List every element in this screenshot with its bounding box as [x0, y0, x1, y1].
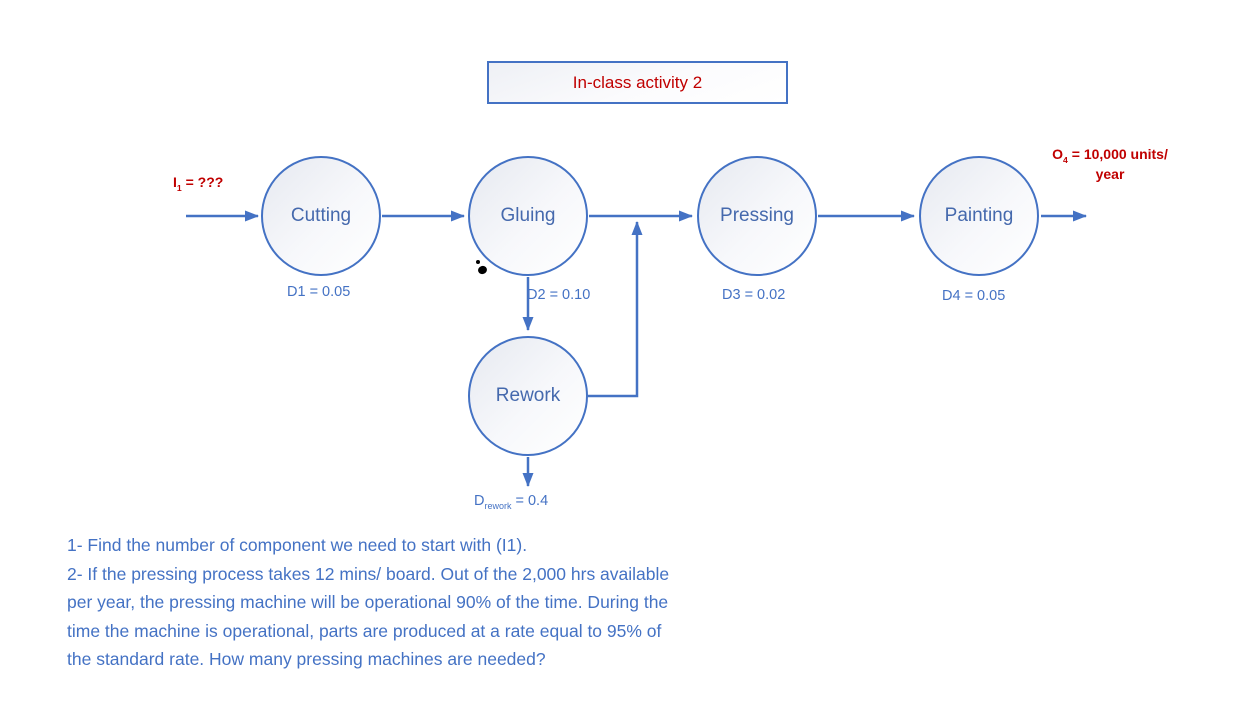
- question-line: 1- Find the number of component we need …: [67, 535, 528, 555]
- process-node-label: Cutting: [290, 205, 352, 226]
- question-line: per year, the pressing machine will be o…: [67, 592, 669, 612]
- defect-rate-painting: D4 = 0.05: [942, 288, 1006, 304]
- title-box: In-class activity 2: [487, 61, 788, 104]
- page-title: In-class activity 2: [572, 72, 703, 92]
- process-node-label: Pressing: [720, 205, 794, 226]
- process-node-pressing: Pressing: [697, 156, 817, 276]
- defect-rate-rework: Drework = 0.4: [474, 493, 549, 511]
- process-node-rework: Rework: [468, 336, 588, 456]
- process-node-cutting: Cutting: [261, 156, 381, 276]
- process-node-label: Rework: [495, 385, 561, 406]
- input-rate-label: I1 = ???: [173, 174, 224, 193]
- output-rate-line2: year: [1095, 166, 1125, 182]
- output-rate-line1: O4 = 10,000 units/: [1052, 146, 1168, 165]
- output-rate-label: O4 = 10,000 units/ year: [1040, 144, 1180, 184]
- question-block: 1- Find the number of component we need …: [67, 531, 669, 674]
- process-node-label: Painting: [944, 205, 1014, 226]
- output-subscript: 4: [1063, 154, 1068, 165]
- process-node-label: Gluing: [500, 205, 556, 226]
- question-line: the standard rate. How many pressing mac…: [67, 649, 546, 669]
- input-subscript: 1: [176, 182, 182, 193]
- arrow-rework-return: [588, 221, 643, 398]
- defect-rate-pressing: D3 = 0.02: [722, 287, 786, 303]
- process-node-gluing: Gluing: [468, 156, 588, 276]
- rework-subscript: rework: [484, 500, 512, 511]
- process-node-painting: Painting: [919, 156, 1039, 276]
- defect-rate-cutting: D1 = 0.05: [287, 284, 351, 300]
- defect-rate-gluing: D2 = 0.10: [527, 287, 591, 303]
- ink-mark-small: [476, 260, 480, 264]
- question-line: 2- If the pressing process takes 12 mins…: [67, 563, 670, 584]
- question-line: time the machine is operational, parts a…: [67, 620, 662, 641]
